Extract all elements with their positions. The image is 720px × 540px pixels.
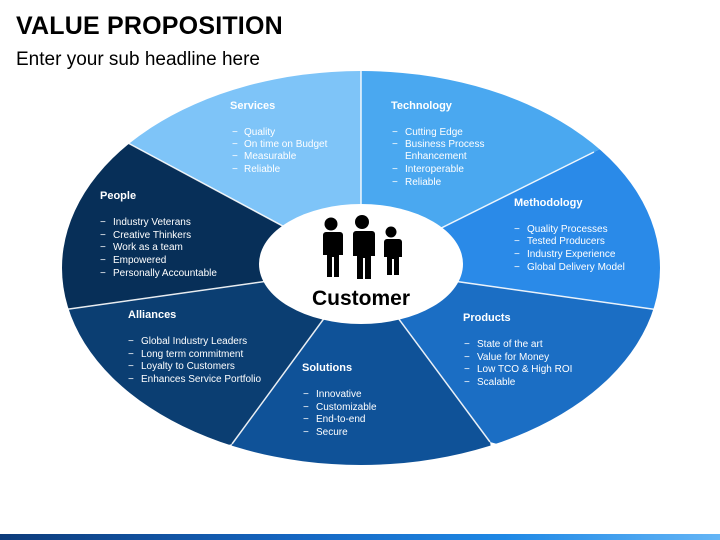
- segment-item: Loyalty to Customers: [141, 361, 235, 372]
- segment-bullet: −: [232, 151, 238, 162]
- segment-heading: Products: [463, 312, 511, 324]
- segment-item: Enhancement: [405, 151, 467, 162]
- segment-item: Reliable: [405, 177, 442, 188]
- segment-heading: Technology: [391, 100, 453, 112]
- segment-item: Value for Money: [477, 352, 549, 363]
- segment-item: Interoperable: [405, 164, 464, 175]
- segment-bullet: −: [303, 402, 309, 413]
- segment-bullet: −: [100, 230, 106, 241]
- segment-methodology: Methodology − Quality Processes − Tested…: [514, 197, 625, 273]
- segment-item: Industry Experience: [527, 249, 616, 260]
- people-icon: [322, 215, 402, 279]
- segment-bullet: −: [100, 242, 106, 253]
- page-title: VALUE PROPOSITION: [16, 12, 283, 40]
- segment-bullet: −: [100, 217, 106, 228]
- segment-bullet: −: [128, 349, 134, 360]
- segment-bullet: −: [464, 339, 470, 350]
- segment-item: Business Process: [405, 139, 484, 150]
- segment-bullet: −: [514, 249, 520, 260]
- segment-technology: Technology − Cutting Edge − Business Pro…: [391, 100, 484, 188]
- segment-bullet: −: [303, 427, 309, 438]
- segment-bullet: −: [464, 377, 470, 388]
- footer-accent-bar: [0, 534, 720, 540]
- segment-item: Cutting Edge: [405, 127, 463, 138]
- segment-bullet: −: [392, 177, 398, 188]
- segment-bullet: −: [128, 336, 134, 347]
- segment-alliances: Alliances − Global Industry Leaders − Lo…: [128, 309, 262, 385]
- segment-item: Reliable: [244, 164, 281, 175]
- segment-item: Empowered: [113, 255, 166, 266]
- segment-solutions: Solutions − Innovative − Customizable − …: [302, 362, 377, 438]
- segment-bullet: −: [232, 139, 238, 150]
- segment-item: Industry Veterans: [113, 217, 191, 228]
- segment-item: Secure: [316, 427, 348, 438]
- segment-item: Innovative: [316, 389, 362, 400]
- segment-item: Enhances Service Portfolio: [141, 374, 262, 385]
- segment-bullet: −: [464, 352, 470, 363]
- segment-item: Global Industry Leaders: [141, 336, 247, 347]
- segment-heading: Alliances: [128, 309, 176, 321]
- segment-people: People − Industry Veterans − Creative Th…: [100, 190, 217, 279]
- segment-bullet: −: [232, 164, 238, 175]
- segment-item: End-to-end: [316, 414, 365, 425]
- segment-item: Tested Producers: [527, 236, 605, 247]
- segment-bullet: −: [392, 139, 398, 150]
- segment-heading: Services: [230, 100, 275, 112]
- customer-label: Customer: [312, 287, 410, 310]
- segment-bullet: −: [303, 389, 309, 400]
- segment-bullet: −: [464, 364, 470, 375]
- segment-heading: Solutions: [302, 362, 352, 374]
- segment-heading: People: [100, 190, 136, 202]
- segment-services: Services − Quality − On time on Budget −…: [230, 100, 328, 175]
- segment-bullet: −: [100, 255, 106, 266]
- segment-bullet: −: [128, 361, 134, 372]
- segment-item: Measurable: [244, 151, 297, 162]
- segment-bullet: −: [232, 127, 238, 138]
- segment-bullet: −: [514, 236, 520, 247]
- segment-bullet: −: [514, 224, 520, 235]
- segment-item: Low TCO & High ROI: [477, 364, 572, 375]
- segment-item: Long term commitment: [141, 349, 243, 360]
- segment-heading: Methodology: [514, 197, 583, 209]
- segment-bullet: −: [514, 262, 520, 273]
- segment-bullet: −: [392, 164, 398, 175]
- segment-bullet: −: [128, 374, 134, 385]
- segment-item: Global Delivery Model: [527, 262, 625, 273]
- segment-item: Quality: [244, 127, 275, 138]
- segment-item: Work as a team: [113, 242, 183, 253]
- segment-bullet: −: [100, 268, 106, 279]
- segment-item: Scalable: [477, 377, 516, 388]
- segment-bullet: −: [392, 127, 398, 138]
- segment-item: State of the art: [477, 339, 543, 350]
- segment-products: Products − State of the art − Value for …: [463, 312, 572, 388]
- segment-item: On time on Budget: [244, 139, 328, 150]
- segment-item: Customizable: [316, 402, 377, 413]
- segment-solutions-wedge: [220, 268, 500, 465]
- segment-item: Quality Processes: [527, 224, 608, 235]
- segment-item: Creative Thinkers: [113, 230, 191, 241]
- segment-item: Personally Accountable: [113, 268, 217, 279]
- page-subtitle: Enter your sub headline here: [16, 49, 260, 70]
- segment-bullet: −: [303, 414, 309, 425]
